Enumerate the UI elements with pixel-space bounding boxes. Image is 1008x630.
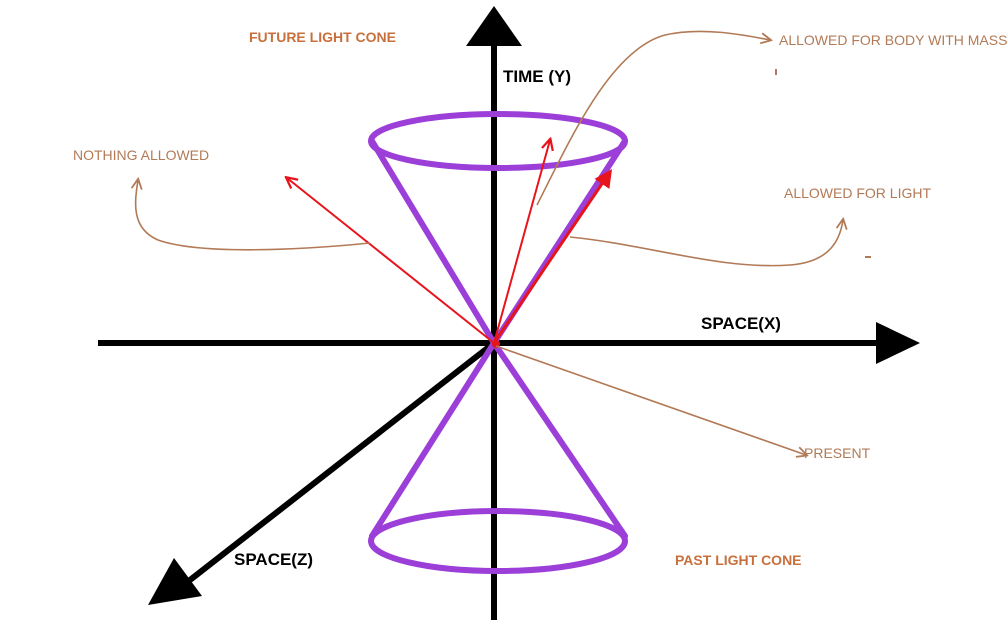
future-cone-rim <box>368 111 628 171</box>
allowed-light-pointer <box>569 220 843 267</box>
vector-lightlike <box>492 169 613 344</box>
time-axis-arrowhead <box>466 6 522 46</box>
allowed-mass-pointer <box>536 30 770 206</box>
future-light-cone-label: FUTURE LIGHT CONE <box>249 29 396 45</box>
space-z-axis-arrowhead <box>148 558 202 605</box>
time-axis-label: TIME (Y) <box>503 67 571 86</box>
nothing-allowed-pointer <box>136 180 371 251</box>
worldline-vectors <box>287 140 613 348</box>
nothing-allowed-label: NOTHING ALLOWED <box>73 147 210 163</box>
space-x-axis-label: SPACE(X) <box>701 314 781 333</box>
present-label: PRESENT <box>804 445 871 461</box>
space-z-axis-line <box>188 340 496 583</box>
axes <box>98 6 920 620</box>
vector-spacelike <box>287 178 495 344</box>
space-z-axis-label: SPACE(Z) <box>234 550 314 569</box>
past-cone-rim <box>368 508 628 574</box>
past-light-cone-label: PAST LIGHT CONE <box>675 552 802 568</box>
vector-timelike <box>493 140 550 344</box>
past-cone-left-edge <box>369 340 497 539</box>
allowed-for-body-with-mass-label: ALLOWED FOR BODY WITH MASS <box>779 32 1008 48</box>
space-x-axis-arrowhead <box>876 322 920 364</box>
past-cone-right-edge <box>491 340 628 539</box>
future-cone-left-edge <box>369 138 497 346</box>
annotation-arrows <box>136 30 871 455</box>
present-pointer <box>495 345 806 455</box>
allowed-for-light-label: ALLOWED FOR LIGHT <box>784 185 932 201</box>
